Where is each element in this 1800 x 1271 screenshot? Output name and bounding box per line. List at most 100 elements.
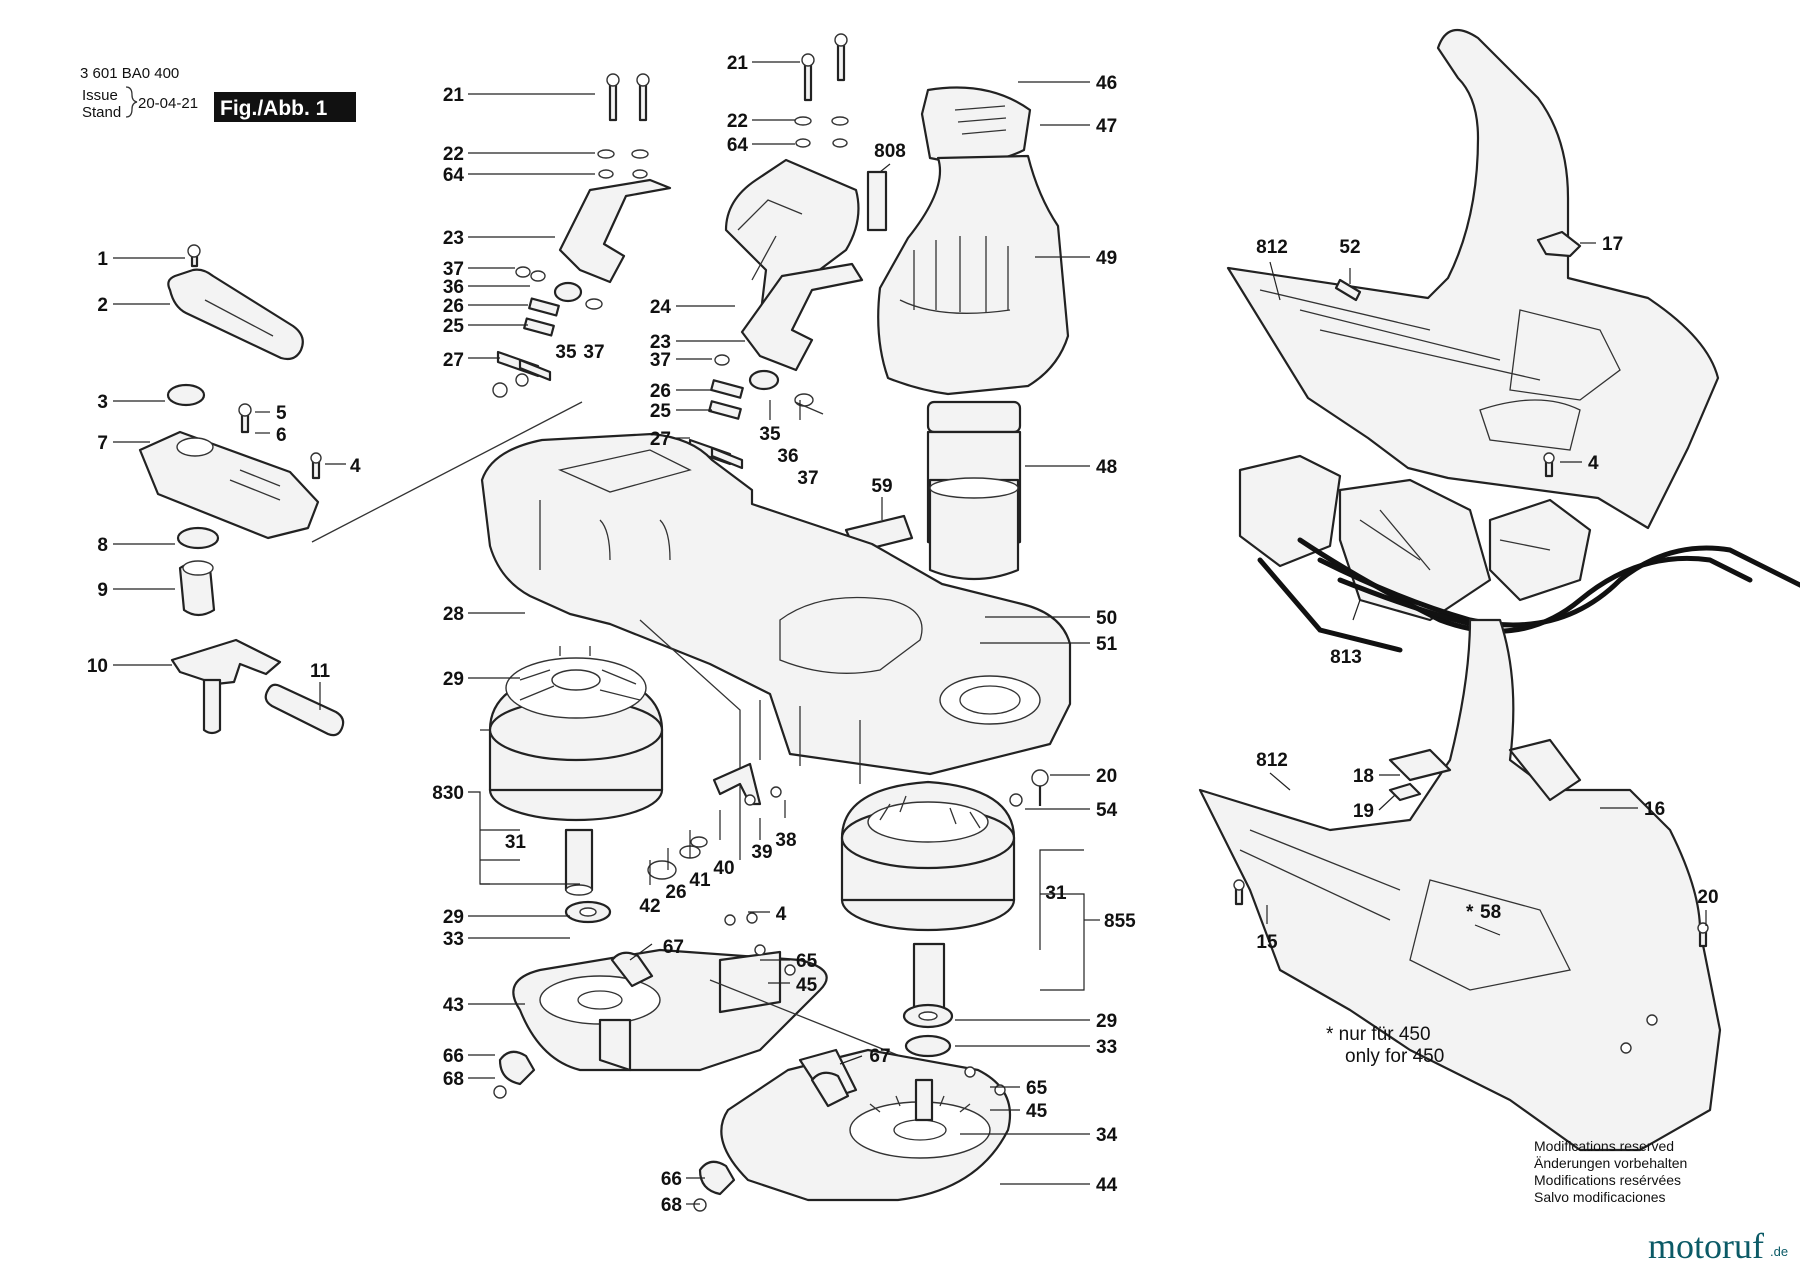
label-67-b: 67 <box>869 1046 890 1067</box>
label-68-b: 68 <box>661 1195 682 1216</box>
label-11: 11 <box>310 661 331 682</box>
label-67: 67 <box>663 937 684 958</box>
footnote-line2: only for 450 <box>1345 1046 1444 1067</box>
label-65: 65 <box>796 951 818 972</box>
label-41: 41 <box>689 870 711 891</box>
part-number: 3 601 BA0 400 <box>80 65 179 82</box>
label-26-c: 26 <box>665 882 686 903</box>
label-44: 44 <box>1096 1175 1118 1196</box>
label-35: 35 <box>555 342 577 363</box>
label-64-b: 64 <box>727 135 749 156</box>
label-51: 51 <box>1096 634 1118 655</box>
modifications-es: Salvo modificaciones <box>1534 1189 1666 1205</box>
left-lever-assembly <box>138 244 345 737</box>
electronics-module <box>1238 454 1800 653</box>
lower-right-guard <box>693 1048 1012 1212</box>
label-59: 59 <box>871 476 892 497</box>
label-2: 2 <box>97 295 108 316</box>
label-49: 49 <box>1096 248 1117 269</box>
label-28: 28 <box>443 604 464 625</box>
label-33: 33 <box>443 929 464 950</box>
label-25: 25 <box>443 316 465 337</box>
watermark-logo: motoruf <box>1648 1226 1764 1266</box>
figure-label: Fig./Abb. 1 <box>220 97 328 120</box>
label-26: 26 <box>443 296 464 317</box>
label-855: 855 <box>1104 911 1136 932</box>
label-23-b: 23 <box>650 332 671 353</box>
label-43: 43 <box>443 995 464 1016</box>
label-58: 58 <box>1480 902 1501 923</box>
label-16: 16 <box>1644 799 1665 820</box>
label-37: 37 <box>443 259 464 280</box>
label-36-b: 36 <box>777 446 798 467</box>
middle-fasteners <box>647 762 1049 1096</box>
label-54: 54 <box>1096 800 1118 821</box>
label-20: 20 <box>1096 766 1117 787</box>
modifications-fr: Modifications resérvées <box>1534 1172 1681 1188</box>
label-47: 47 <box>1096 116 1117 137</box>
main-frame <box>311 401 1072 860</box>
label-29-c: 29 <box>1096 1011 1117 1032</box>
label-48: 48 <box>1096 457 1117 478</box>
label-21: 21 <box>443 85 465 106</box>
label-27-b: 27 <box>650 429 671 450</box>
label-50: 50 <box>1096 608 1117 629</box>
label-34: 34 <box>1096 1125 1118 1146</box>
label-8: 8 <box>97 535 108 556</box>
label-37-b: 37 <box>583 342 604 363</box>
label-29-b: 29 <box>443 907 464 928</box>
upper-left-bracket-stack <box>492 73 672 398</box>
footnote-line1: * nur für 450 <box>1326 1024 1431 1045</box>
label-812: 812 <box>1256 237 1288 258</box>
stand-label: Stand <box>82 104 121 121</box>
label-808: 808 <box>874 141 906 162</box>
motor-housing <box>844 86 1070 641</box>
label-813: 813 <box>1330 647 1362 668</box>
label-29: 29 <box>443 669 464 690</box>
right-handle-housing-top <box>1226 28 1720 530</box>
label-4: 4 <box>350 456 361 477</box>
label-5: 5 <box>276 403 287 424</box>
label-39: 39 <box>751 842 772 863</box>
label-45: 45 <box>796 975 818 996</box>
label-21-b: 21 <box>727 53 749 74</box>
label-45-b: 45 <box>1026 1101 1048 1122</box>
label-31-b: 31 <box>1045 883 1067 904</box>
label-36: 36 <box>443 277 464 298</box>
label-68: 68 <box>443 1069 464 1090</box>
label-6: 6 <box>276 425 287 446</box>
label-17: 17 <box>1602 234 1623 255</box>
watermark-suffix: .de <box>1770 1244 1788 1259</box>
label-64: 64 <box>443 165 465 186</box>
label-33-b: 33 <box>1096 1037 1117 1058</box>
issue-label: Issue <box>82 87 118 104</box>
label-42: 42 <box>639 896 660 917</box>
label-10: 10 <box>87 656 108 677</box>
label-1: 1 <box>97 249 108 270</box>
label-22: 22 <box>443 144 464 165</box>
label-26-b: 26 <box>650 381 671 402</box>
modifications-en: Modifications reserved <box>1534 1138 1674 1154</box>
label-66: 66 <box>443 1046 464 1067</box>
modifications-de: Änderungen vorbehalten <box>1534 1155 1687 1171</box>
header-brace <box>125 86 138 118</box>
label-58-asterisk: * <box>1466 902 1474 923</box>
label-66-b: 66 <box>661 1169 682 1190</box>
upper-middle-bracket-stack <box>682 33 864 475</box>
figure-label-box <box>214 92 356 122</box>
label-25-b: 25 <box>650 401 672 422</box>
label-19: 19 <box>1353 801 1374 822</box>
label-15: 15 <box>1256 932 1278 953</box>
label-20-b: 20 <box>1697 887 1718 908</box>
label-812-b: 812 <box>1256 750 1288 771</box>
label-830: 830 <box>432 783 464 804</box>
label-38: 38 <box>775 830 796 851</box>
label-37-d: 37 <box>797 468 818 489</box>
right-handle-housing-bottom <box>1198 618 1722 1152</box>
label-7: 7 <box>97 433 108 454</box>
right-pulley-wheel <box>840 780 1016 1058</box>
label-3: 3 <box>97 392 108 413</box>
leader-lines <box>113 61 1707 1205</box>
label-31: 31 <box>505 832 527 853</box>
